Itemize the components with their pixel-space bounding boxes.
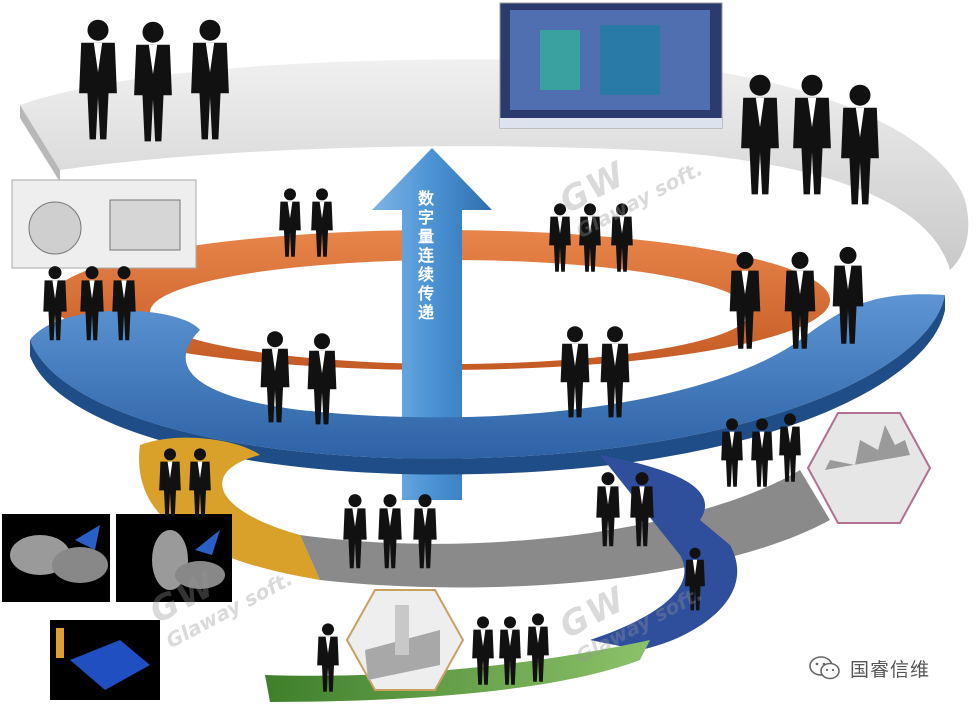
top-grey-ring bbox=[20, 59, 969, 271]
green-ring bbox=[265, 640, 650, 702]
people-group-orange-left bbox=[43, 266, 136, 341]
weld-joint-hexagon-bottom bbox=[345, 589, 465, 691]
data-transfer-arrow bbox=[372, 148, 492, 500]
brand-name: 国睿信维 bbox=[850, 658, 931, 681]
factory-screenshot bbox=[499, 2, 723, 129]
simulation-image-right bbox=[116, 514, 232, 602]
fea-contour-image bbox=[50, 620, 160, 700]
navy-ring bbox=[590, 455, 738, 650]
wechat-icon bbox=[809, 656, 840, 680]
people-group-top-right bbox=[741, 74, 879, 205]
brand: 国睿信维 bbox=[808, 653, 930, 683]
weld-joint-hexagon-right bbox=[806, 412, 932, 524]
people-group-blue-right bbox=[729, 246, 864, 349]
blue-ring bbox=[30, 294, 945, 475]
part-model-image bbox=[11, 179, 197, 269]
gold-ring bbox=[139, 437, 320, 580]
arrow-label: 数字量连续传递 bbox=[415, 190, 434, 323]
simulation-image-left bbox=[2, 514, 110, 602]
